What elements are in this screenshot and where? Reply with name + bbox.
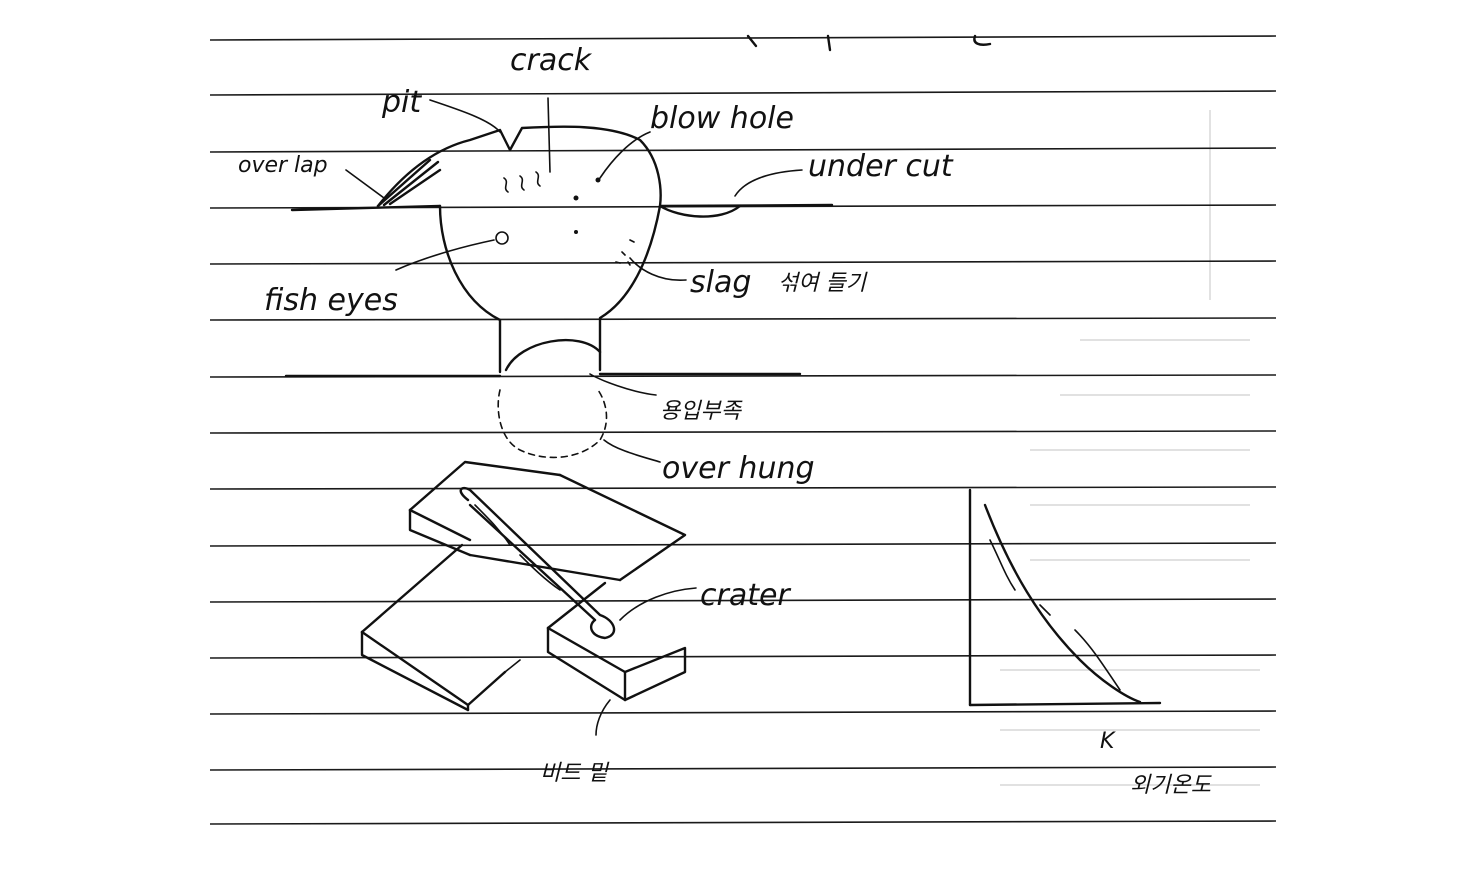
label-slag: slag xyxy=(690,265,751,300)
label-over-hung: over hung xyxy=(662,451,815,486)
fillet-weld-sketch xyxy=(360,460,697,736)
label-under-cut: under cut xyxy=(808,149,954,184)
graph-x-axis xyxy=(968,701,1162,707)
label-slag-korean: 섞여 들기 xyxy=(778,271,868,296)
show-through-marks xyxy=(1000,110,1260,786)
graph-curve xyxy=(983,503,1142,704)
label-crack: crack xyxy=(510,43,593,78)
label-over-lap: over lap xyxy=(238,153,328,178)
defect-labels: crack pit blow hole over lap under cut f… xyxy=(238,43,954,786)
top-fragments xyxy=(746,34,992,52)
graph-axis-label: K xyxy=(1100,729,1116,754)
leader-lines xyxy=(345,99,803,463)
label-bead-korean: 비드 밑 xyxy=(540,761,609,786)
weld-cross-section xyxy=(284,97,834,459)
label-penetration-lack: 용입부족 xyxy=(660,399,743,424)
cooling-graph: K 외기온도 xyxy=(968,488,1213,798)
label-crater: crater xyxy=(700,578,791,613)
graph-curve-hatch xyxy=(989,539,1121,691)
label-pit: pit xyxy=(381,85,422,120)
label-fish-eyes: fish eyes xyxy=(264,283,398,318)
ruled-lines xyxy=(209,35,1277,825)
label-blow-hole: blow hole xyxy=(650,101,794,136)
graph-note-label: 외기온도 xyxy=(1130,773,1213,798)
